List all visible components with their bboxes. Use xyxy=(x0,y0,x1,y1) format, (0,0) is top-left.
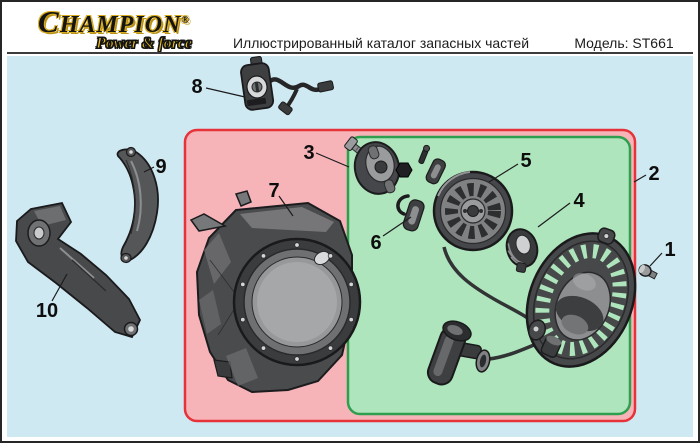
vent-slots xyxy=(535,243,627,357)
part-10-bracket-arm xyxy=(15,201,142,339)
callout-7-leader xyxy=(278,195,294,217)
model-label: Модель: ST661 xyxy=(574,35,674,51)
callout-6-leader xyxy=(382,216,412,237)
callout-4: 4 xyxy=(573,190,585,212)
page-title: Иллюстрированный каталог запасных частей xyxy=(232,35,530,51)
callout-1-leader xyxy=(649,252,663,267)
part-7-blower-housing xyxy=(189,190,362,394)
callout-9-leader xyxy=(143,166,155,173)
callout-8-leader xyxy=(205,87,246,98)
header-divider xyxy=(7,52,693,54)
callout-6: 6 xyxy=(370,232,381,254)
callout-10-leader xyxy=(51,273,68,302)
parts-diagram: 1 2 3 4 5 6 7 8 9 10 xyxy=(7,56,693,437)
callout-3-leader xyxy=(315,152,350,168)
part-3-ratchet-retainer xyxy=(344,136,401,195)
part-6-pawl-set xyxy=(395,144,447,232)
flange-bolt-holes xyxy=(240,242,354,362)
callout-3: 3 xyxy=(303,142,314,164)
starter-handle xyxy=(426,320,491,386)
registered-trademark: ® xyxy=(181,15,189,26)
callout-2: 2 xyxy=(648,163,659,185)
callout-9: 9 xyxy=(155,156,166,178)
callout-8: 8 xyxy=(191,76,202,98)
callout-leader-lines xyxy=(51,87,663,302)
part-4-rope-bushing xyxy=(505,228,539,273)
recoil-starter-assembly xyxy=(525,227,637,368)
callout-1: 1 xyxy=(664,239,675,261)
part-1-flange-bolt xyxy=(638,264,658,280)
logo-text: CHAMPION xyxy=(38,4,182,39)
part-9-curved-guard xyxy=(116,146,159,264)
callout-4-leader xyxy=(537,202,571,228)
callout-10: 10 xyxy=(36,300,58,322)
callout-7: 7 xyxy=(268,180,279,202)
logo-wordmark: CHAMPION® xyxy=(38,6,194,39)
callout-5: 5 xyxy=(520,150,531,172)
champion-logo: CHAMPION® Power & force xyxy=(38,6,194,53)
logo-tagline: Power & force xyxy=(96,34,193,52)
diagram-canvas: 1 2 3 4 5 6 7 8 9 10 xyxy=(7,56,693,437)
part-8-ignition-switch xyxy=(240,56,334,116)
callout-5-leader xyxy=(488,163,519,183)
callout-2-leader xyxy=(633,174,647,183)
part-5-rope-pulley xyxy=(432,170,514,252)
